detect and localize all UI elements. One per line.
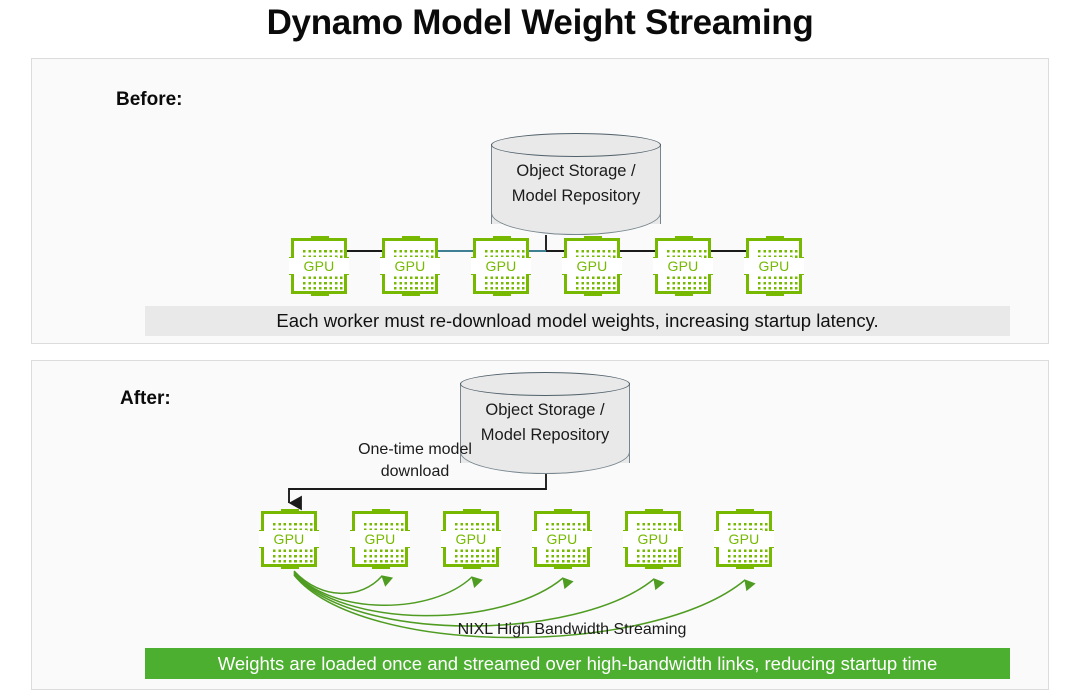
gpu-label: GPU [562, 258, 622, 274]
gpu-worker-1-before[interactable]: GPU [289, 236, 349, 296]
gpu-notch-top [493, 236, 511, 241]
gpu-notch-bottom [554, 564, 572, 569]
gpu-notch-bottom [281, 564, 299, 569]
storage-line-1: Object Storage / [516, 162, 636, 180]
gpu-notch-top [281, 509, 299, 514]
gpu-notch-top [645, 509, 663, 514]
cylinder-top-ellipse [460, 372, 630, 396]
page-title: Dynamo Model Weight Streaming [266, 3, 814, 42]
gpu-worker-4-before[interactable]: GPU [562, 236, 622, 296]
gpu-notch-bottom [766, 291, 784, 296]
gpu-notch-bottom [584, 291, 602, 296]
nixl-streaming-label: NIXL High Bandwidth Streaming [457, 621, 687, 638]
gpu-label: GPU [350, 531, 410, 547]
gpu-notch-top [463, 509, 481, 514]
storage-line-1: Object Storage / [485, 401, 605, 419]
gpu-worker-5-before[interactable]: GPU [653, 236, 713, 296]
stream-arrow-3 [293, 572, 574, 617]
gpu-notch-bottom [675, 291, 693, 296]
gpu-notch-bottom [311, 291, 329, 296]
storage-line-2: Model Repository [480, 426, 610, 444]
gpu-notch-top [675, 236, 693, 241]
one-time-download-line-2: download [380, 463, 450, 480]
gpu-worker-6-after[interactable]: GPU [714, 509, 774, 569]
gpu-notch-top [372, 509, 390, 514]
cylinder-top-ellipse [491, 133, 661, 157]
before-caption: Each worker must re-download model weigh… [145, 306, 1010, 336]
gpu-worker-2-before[interactable]: GPU [380, 236, 440, 296]
before-panel: Before: Object Storage / Model Repositor… [31, 58, 1049, 344]
gpu-worker-6-before[interactable]: GPU [744, 236, 804, 296]
gpu-label: GPU [653, 258, 713, 274]
gpu-worker-3-after[interactable]: GPU [441, 509, 501, 569]
gpu-label: GPU [623, 531, 683, 547]
object-storage-label-before: Object Storage / Model Repository [491, 159, 661, 209]
gpu-notch-bottom [736, 564, 754, 569]
gpu-worker-5-after[interactable]: GPU [623, 509, 683, 569]
gpu-label: GPU [532, 531, 592, 547]
after-phase-label: After: [120, 388, 171, 409]
gpu-notch-top [554, 509, 572, 514]
gpu-label: GPU [441, 531, 501, 547]
cylinder-bottom [491, 191, 661, 235]
gpu-label: GPU [259, 531, 319, 547]
stream-arrow-1 [293, 570, 394, 595]
gpu-worker-2-after[interactable]: GPU [350, 509, 410, 569]
gpu-notch-bottom [493, 291, 511, 296]
after-panel: After: Object Storage / Model Repository… [31, 360, 1049, 690]
object-storage-label-after: Object Storage / Model Repository [460, 398, 630, 448]
gpu-notch-top [736, 509, 754, 514]
gpu-worker-1-after[interactable]: GPU [259, 509, 319, 569]
one-time-download-line-1: One-time model [358, 441, 472, 458]
gpu-notch-bottom [402, 291, 420, 296]
stream-arrow-2 [293, 571, 483, 606]
gpu-notch-top [402, 236, 420, 241]
cylinder-bottom [460, 430, 630, 474]
gpu-label: GPU [714, 531, 774, 547]
gpu-label: GPU [380, 258, 440, 274]
gpu-notch-top [766, 236, 784, 241]
gpu-worker-3-before[interactable]: GPU [471, 236, 531, 296]
gpu-notch-top [311, 236, 329, 241]
gpu-notch-bottom [645, 564, 663, 569]
storage-line-2: Model Repository [511, 187, 641, 205]
gpu-worker-4-after[interactable]: GPU [532, 509, 592, 569]
gpu-notch-bottom [463, 564, 481, 569]
gpu-label: GPU [744, 258, 804, 274]
after-caption: Weights are loaded once and streamed ove… [145, 648, 1010, 679]
gpu-label: GPU [289, 258, 349, 274]
object-storage-cylinder-before: Object Storage / Model Repository [491, 133, 661, 235]
gpu-notch-bottom [372, 564, 390, 569]
gpu-label: GPU [471, 258, 531, 274]
gpu-notch-top [584, 236, 602, 241]
before-phase-label: Before: [116, 89, 183, 110]
object-storage-cylinder-after: Object Storage / Model Repository [460, 372, 630, 474]
